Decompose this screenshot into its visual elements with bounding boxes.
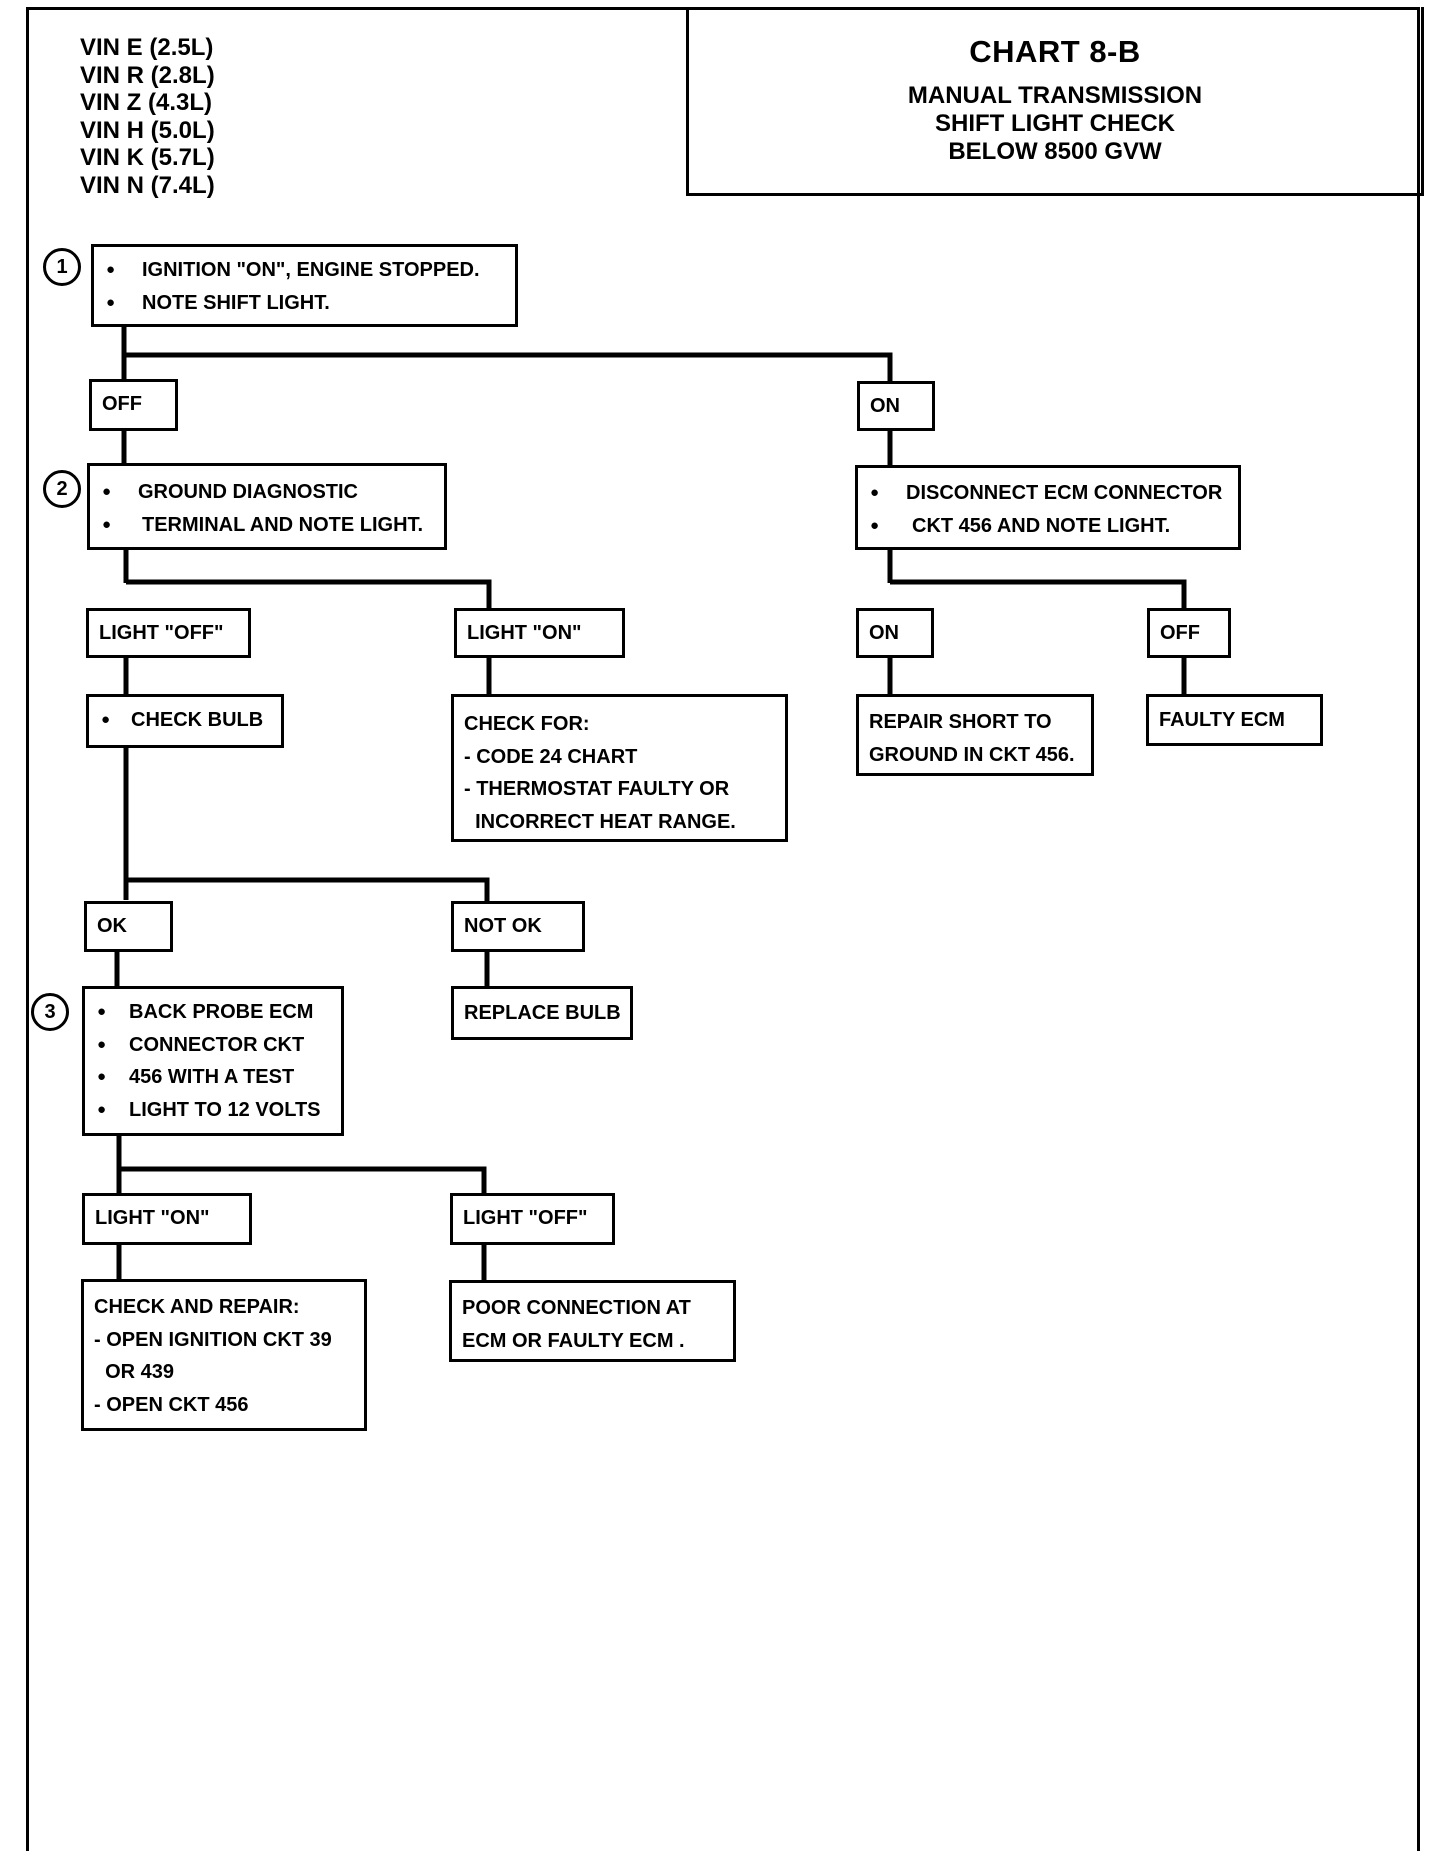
step-1-line: IGNITION "ON", ENGINE STOPPED.	[104, 254, 505, 287]
step-2-number: 2	[43, 470, 81, 508]
vin-item: VIN R (2.8L)	[80, 61, 215, 89]
step-3-light-off-label: LIGHT "OFF"	[450, 1193, 615, 1245]
chart-title: CHART 8-B	[969, 34, 1141, 69]
step-3-number: 3	[31, 993, 69, 1031]
step-3-light-on-label: LIGHT "ON"	[82, 1193, 252, 1245]
step-2-light-off-label: LIGHT "OFF"	[86, 608, 251, 658]
ecm-off-label: OFF	[1147, 608, 1231, 658]
step-1-number: 1	[43, 248, 81, 286]
bulb-ok-label: OK	[84, 901, 173, 952]
poor-connection-line: POOR CONNECTION AT	[462, 1297, 691, 1319]
subtitle-line: SHIFT LIGHT CHECK	[935, 110, 1175, 137]
repair-short-box: REPAIR SHORT TO GROUND IN CKT 456.	[856, 694, 1094, 776]
check-for-line: INCORRECT HEAT RANGE.	[464, 810, 736, 833]
replace-bulb-box: REPLACE BULB	[451, 986, 633, 1040]
subtitle-line: BELOW 8500 GVW	[948, 138, 1162, 165]
step-2-line: GROUND DIAGNOSTIC	[100, 476, 434, 509]
replace-bulb-text: REPLACE BULB	[464, 1002, 621, 1024]
check-for-line: CHECK FOR:	[464, 713, 590, 735]
check-for-line: - CODE 24 CHART	[464, 745, 638, 768]
check-repair-box: CHECK AND REPAIR: - OPEN IGNITION CKT 39…	[81, 1279, 367, 1431]
step-1-box: IGNITION "ON", ENGINE STOPPED. NOTE SHIF…	[91, 244, 518, 327]
check-repair-line: - OPEN CKT 456	[94, 1393, 249, 1416]
step-1-off-label: OFF	[89, 379, 178, 431]
disconnect-line: DISCONNECT ECM CONNECTOR	[868, 477, 1228, 510]
check-bulb-text: CHECK BULB	[99, 704, 271, 737]
poor-connection-line: ECM OR FAULTY ECM .	[462, 1329, 685, 1352]
vin-list: VIN E (2.5L) VIN R (2.8L) VIN Z (4.3L) V…	[80, 34, 215, 199]
page-frame	[26, 7, 1420, 1851]
step-2-box: GROUND DIAGNOSTIC TERMINAL AND NOTE LIGH…	[87, 463, 447, 550]
step-1-on-label: ON	[857, 381, 935, 431]
check-bulb-box: CHECK BULB	[86, 694, 284, 748]
step-2-line: TERMINAL AND NOTE LIGHT.	[100, 509, 434, 542]
subtitle-line: MANUAL TRANSMISSION	[907, 82, 1203, 109]
step-3-line: CONNECTOR CKT	[95, 1029, 331, 1062]
chart-subtitle: MANUAL TRANSMISSION SHIFT LIGHT CHECK BE…	[689, 82, 1421, 166]
step-2-light-on-label: LIGHT "ON"	[454, 608, 625, 658]
vin-item: VIN E (2.5L)	[80, 34, 214, 61]
bulb-not-ok-label: NOT OK	[451, 901, 585, 952]
check-repair-line: CHECK AND REPAIR:	[94, 1296, 300, 1318]
vin-item: VIN H (5.0L)	[80, 116, 215, 144]
step-3-line: BACK PROBE ECM	[95, 996, 331, 1029]
chart-title-box: CHART 8-B MANUAL TRANSMISSION SHIFT LIGH…	[686, 7, 1424, 196]
step-3-box: BACK PROBE ECM CONNECTOR CKT 456 WITH A …	[82, 986, 344, 1136]
faulty-ecm-text: FAULTY ECM	[1159, 709, 1285, 731]
check-repair-line: - OPEN IGNITION CKT 39	[94, 1328, 332, 1351]
check-for-box: CHECK FOR: - CODE 24 CHART - THERMOSTAT …	[451, 694, 788, 842]
step-1-line: NOTE SHIFT LIGHT.	[104, 287, 505, 320]
step-3-line: LIGHT TO 12 VOLTS	[95, 1094, 331, 1127]
ecm-on-label: ON	[856, 608, 934, 658]
vin-item: VIN N (7.4L)	[80, 171, 215, 199]
disconnect-ecm-box: DISCONNECT ECM CONNECTOR CKT 456 AND NOT…	[855, 465, 1241, 550]
step-3-line: 456 WITH A TEST	[95, 1061, 331, 1094]
disconnect-line: CKT 456 AND NOTE LIGHT.	[868, 510, 1228, 543]
vin-item: VIN K (5.7L)	[80, 144, 215, 171]
check-repair-line: OR 439	[94, 1361, 175, 1383]
repair-short-line: GROUND IN CKT 456.	[869, 743, 1075, 766]
vin-item: VIN Z (4.3L)	[80, 89, 213, 116]
poor-connection-box: POOR CONNECTION AT ECM OR FAULTY ECM .	[449, 1280, 736, 1362]
faulty-ecm-box: FAULTY ECM	[1146, 694, 1323, 746]
check-for-line: - THERMOSTAT FAULTY OR	[464, 778, 730, 800]
repair-short-line: REPAIR SHORT TO	[869, 711, 1052, 733]
